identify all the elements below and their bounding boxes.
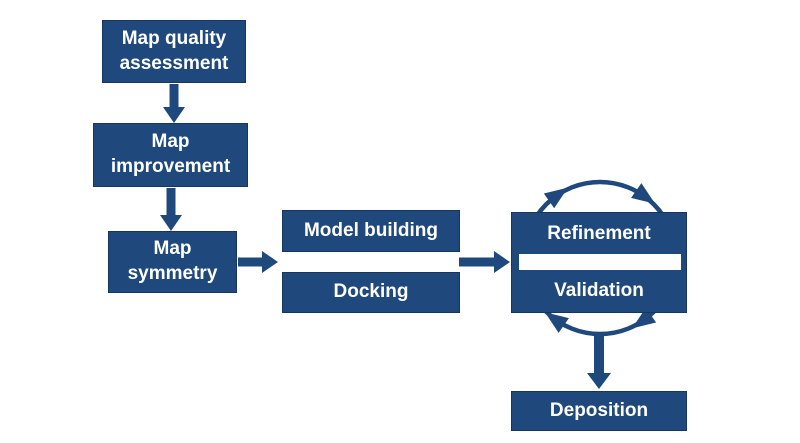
node-validation: Validation	[512, 270, 686, 312]
node-map-quality-assessment: Map quality assessment	[102, 20, 246, 83]
cycle-arrowhead-top-right	[631, 183, 656, 204]
node-map-symmetry: Map symmetry	[108, 231, 237, 293]
arrow-cycle-to-deposition	[587, 334, 611, 389]
cycle-arrowhead-bottom-left	[544, 312, 569, 333]
node-label: Map symmetry	[127, 238, 218, 284]
node-refinement: Refinement	[512, 213, 686, 254]
node-label: Docking	[333, 281, 409, 303]
node-label: Validation	[554, 279, 644, 301]
cycle-arrowhead-bottom-right	[632, 307, 657, 329]
node-map-improvement: Map improvement	[93, 123, 248, 187]
node-label: Map quality assessment	[119, 27, 229, 74]
node-deposition: Deposition	[511, 391, 687, 431]
node-label: Map improvement	[110, 131, 231, 177]
arrow-symmetry-to-building	[238, 251, 278, 273]
group-divider-strip	[519, 254, 681, 270]
cycle-arrowhead-top-left	[543, 187, 568, 209]
node-label: Model building	[303, 219, 439, 241]
arrow-quality-to-improvement	[163, 84, 185, 123]
arrow-building-to-refinement	[459, 251, 510, 273]
node-label: Deposition	[549, 399, 649, 421]
arrow-improvement-to-symmetry	[160, 188, 182, 231]
node-label: Refinement	[547, 222, 651, 244]
group-refinement-validation: Refinement Validation	[511, 212, 687, 313]
node-docking: Docking	[282, 272, 460, 313]
node-model-building: Model building	[282, 210, 460, 252]
